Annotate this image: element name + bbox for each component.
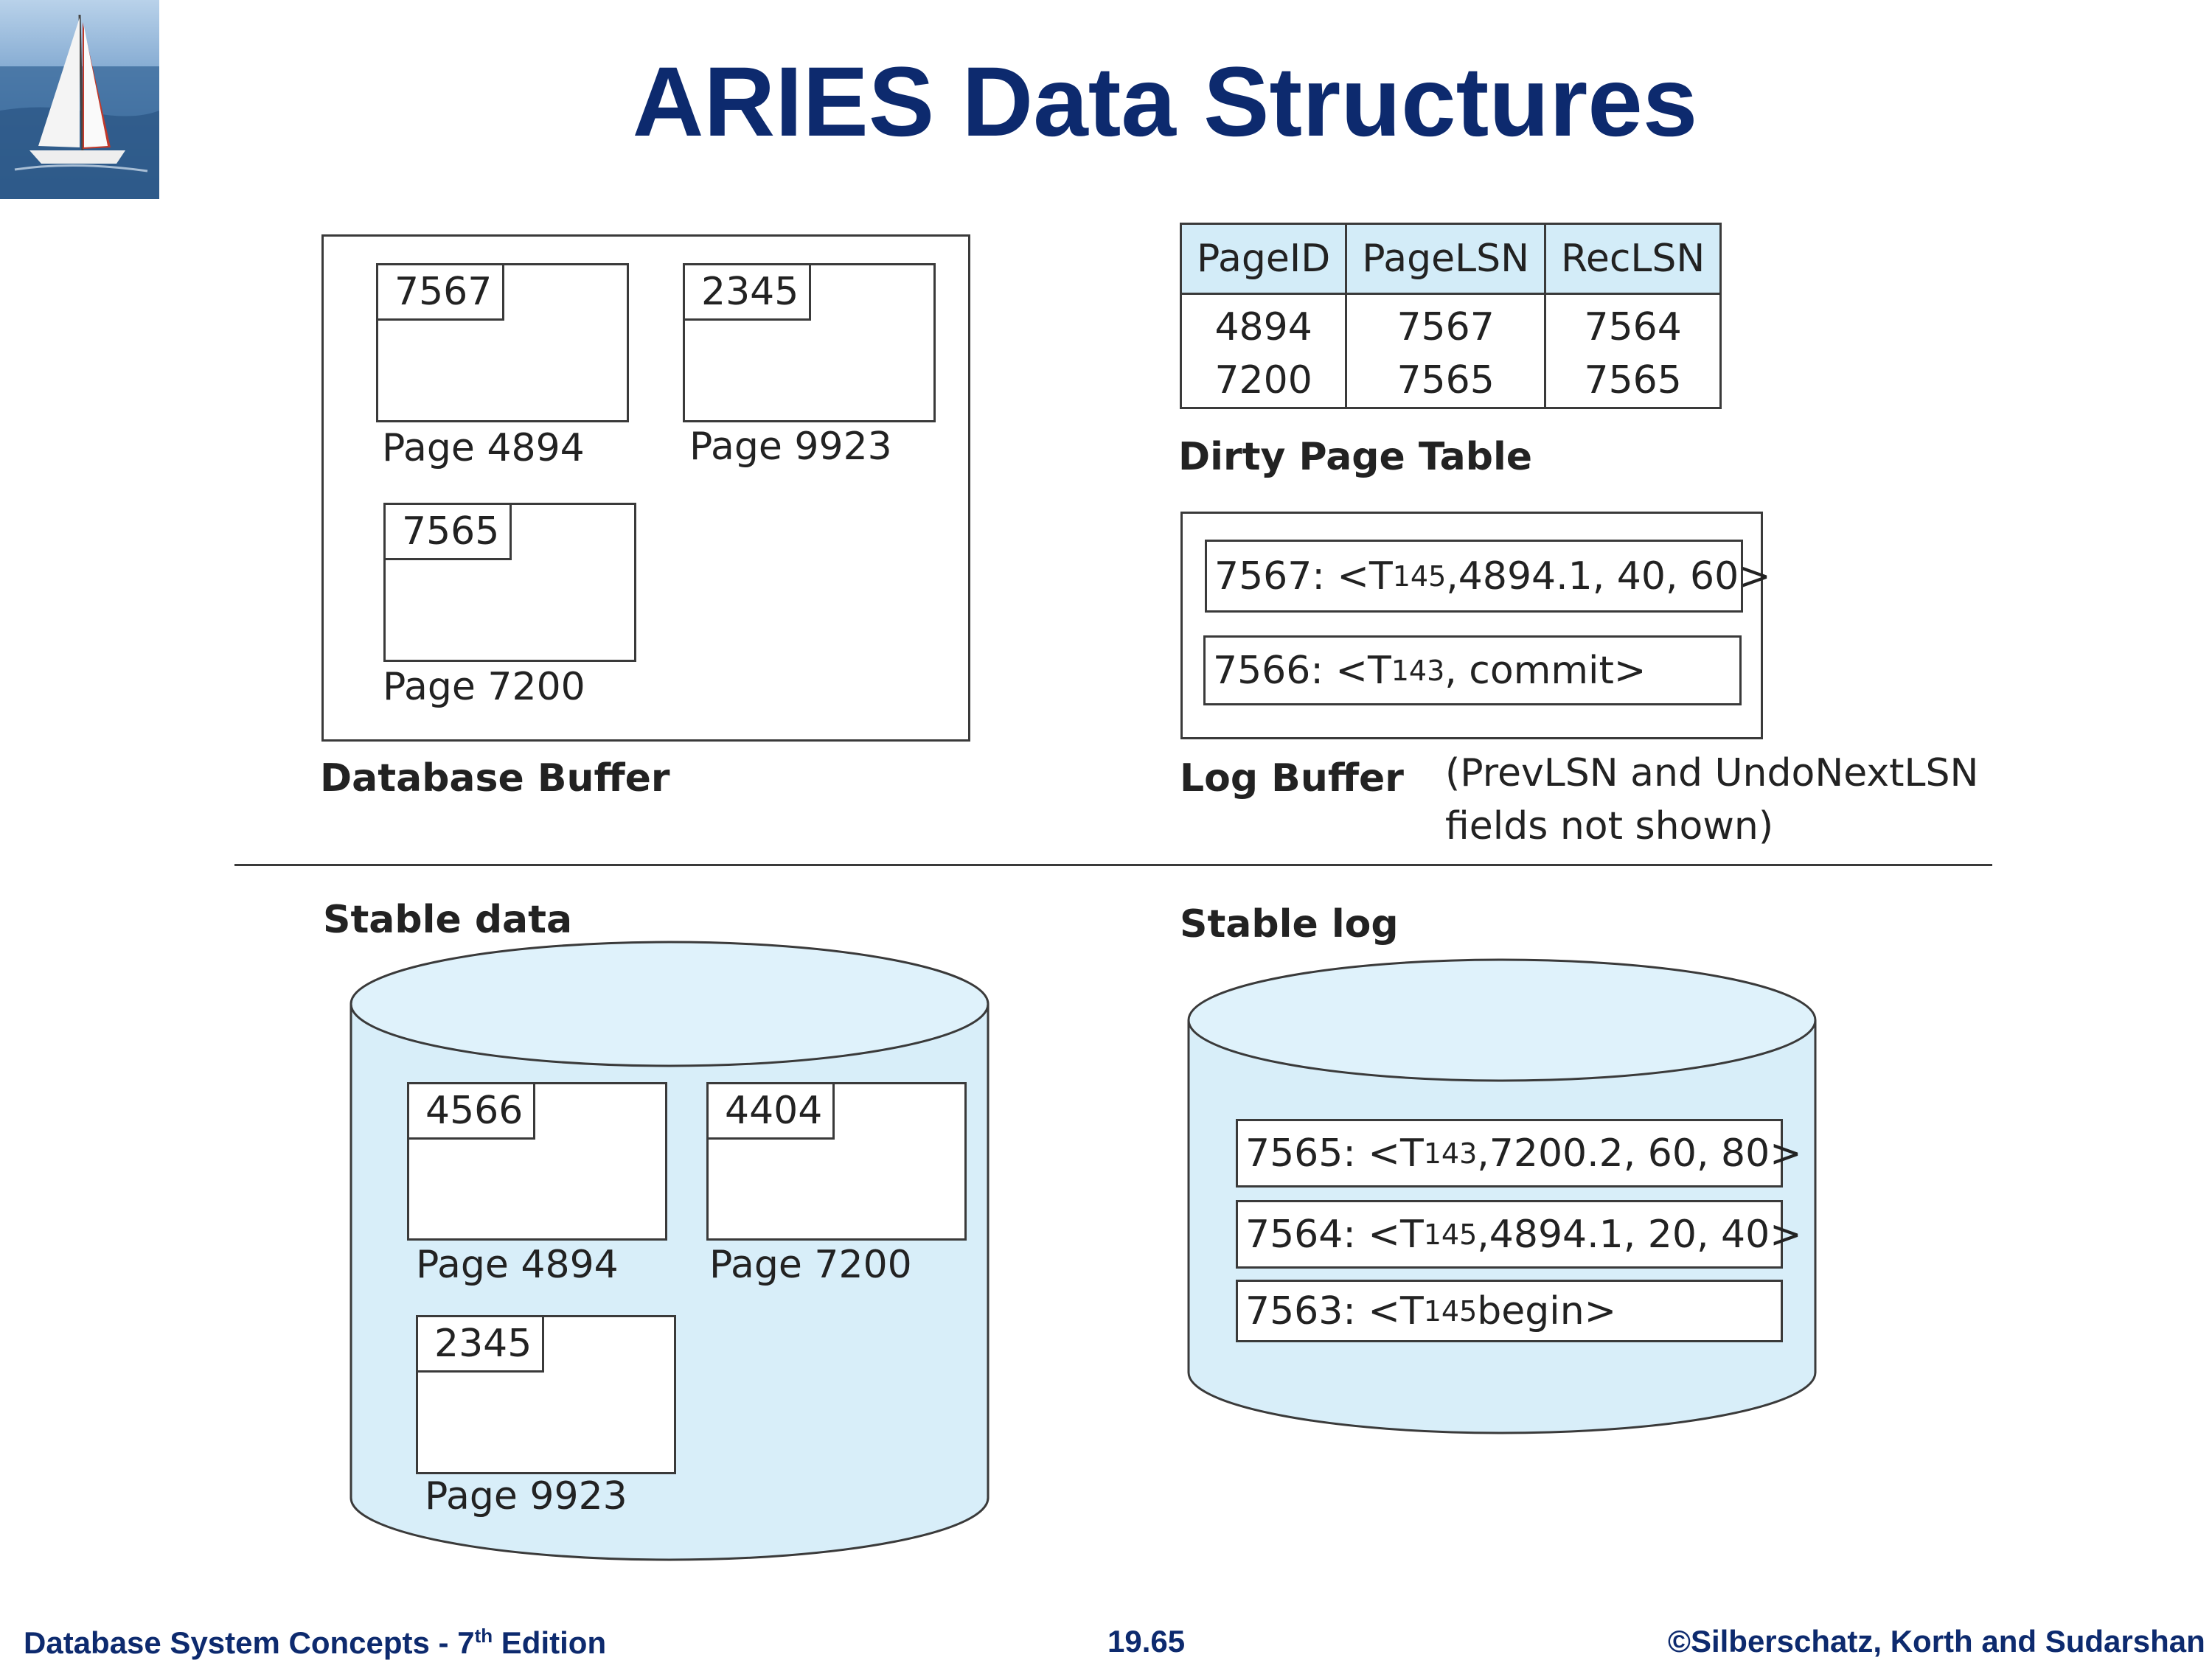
log-record-suffix: ,7200.2, 60, 80> (1477, 1131, 1802, 1176)
stable-page-label: Page 9923 (425, 1474, 627, 1518)
buffer-page-4894: 7567 (376, 263, 629, 422)
footer-left: Database System Concepts - 7th Edition (24, 1626, 606, 1659)
table-cell: 7565 (1345, 354, 1547, 409)
buffer-page-label: Page 4894 (382, 426, 585, 470)
log-buffer-note-line2: fields not shown) (1445, 804, 1774, 848)
table-header-row: PageID PageLSN RecLSN (1179, 223, 1722, 295)
page-lsn-tag: 2345 (416, 1315, 545, 1373)
table-row: 7200 7565 7565 (1179, 354, 1722, 409)
page-lsn-tag: 7565 (383, 503, 512, 560)
database-buffer-frame (321, 234, 970, 742)
stable-page-label: Page 7200 (709, 1243, 912, 1287)
dirty-page-table-label: Dirty Page Table (1178, 435, 1533, 479)
volatile-stable-divider (234, 864, 1992, 866)
footer-slide-number: 19.65 (1107, 1624, 1186, 1659)
log-record-suffix: begin> (1477, 1288, 1617, 1333)
table-cell: 4894 (1179, 293, 1348, 354)
log-record-suffix: ,4894.1, 20, 40> (1477, 1212, 1802, 1257)
log-record-prefix: 7563: <T (1245, 1288, 1424, 1333)
stable-page-label: Page 4894 (416, 1243, 619, 1287)
log-record-prefix: 7567: <T (1214, 554, 1393, 599)
log-record-suffix: , commit> (1444, 648, 1646, 693)
page-lsn-tag: 4566 (407, 1082, 536, 1140)
stable-page-4894: 4566 (407, 1082, 667, 1241)
log-record-suffix: ,4894.1, 40, 60> (1446, 554, 1771, 599)
footer-edition-sup: th (474, 1625, 493, 1647)
buffer-page-9923: 2345 (683, 263, 936, 422)
log-record-prefix: 7566: <T (1213, 648, 1391, 693)
table-cell: 7565 (1544, 354, 1722, 409)
dirty-page-table: PageID PageLSN RecLSN 4894 7567 7564 720… (1179, 223, 1722, 409)
footer-book-title: Database System Concepts - 7 (24, 1625, 475, 1660)
stable-page-7200: 4404 (706, 1082, 967, 1241)
stable-data-label: Stable data (323, 898, 573, 942)
column-header-pageid: PageID (1179, 223, 1348, 295)
log-buffer-frame (1180, 512, 1763, 739)
stable-page-9923: 2345 (416, 1315, 676, 1474)
table-cell: 7200 (1179, 354, 1348, 409)
table-cell: 7564 (1544, 293, 1722, 354)
page-lsn-tag: 7567 (376, 263, 505, 321)
table-cell: 7567 (1345, 293, 1547, 354)
page-lsn-tag: 4404 (706, 1082, 835, 1140)
buffer-page-7200: 7565 (383, 503, 636, 662)
column-header-pagelsn: PageLSN (1345, 223, 1547, 295)
slide-title: ARIES Data Structures (632, 47, 1698, 157)
database-buffer-label: Database Buffer (320, 756, 670, 801)
sailboat-logo-image (0, 0, 159, 199)
footer-edition: Edition (493, 1625, 607, 1660)
stable-log-label: Stable log (1180, 902, 1399, 946)
page-lsn-tag: 2345 (683, 263, 812, 321)
log-buffer-label: Log Buffer (1180, 756, 1404, 801)
column-header-reclsn: RecLSN (1544, 223, 1722, 295)
sailboat-logo (0, 0, 159, 199)
log-record-prefix: 7564: <T (1245, 1212, 1424, 1257)
table-row: 4894 7567 7564 (1179, 293, 1722, 354)
buffer-page-label: Page 9923 (689, 425, 892, 469)
log-record-prefix: 7565: <T (1245, 1131, 1424, 1176)
log-buffer-note-line1: (PrevLSN and UndoNextLSN (1445, 751, 1979, 795)
buffer-page-label: Page 7200 (383, 665, 585, 709)
footer-copyright: ©Silberschatz, Korth and Sudarshan (1668, 1624, 2205, 1659)
